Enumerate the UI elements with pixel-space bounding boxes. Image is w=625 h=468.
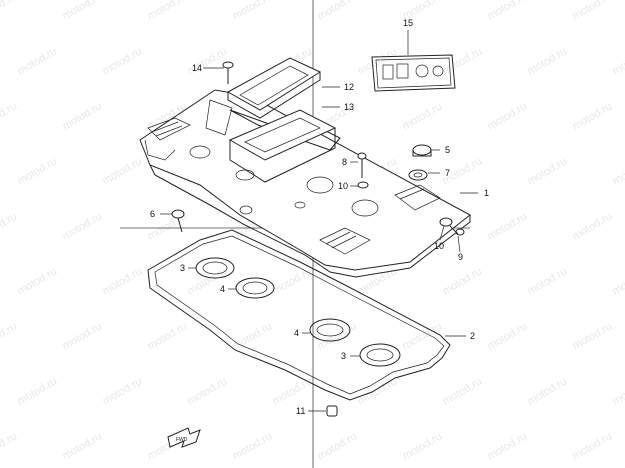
callout-8: 8: [342, 157, 347, 167]
watermark-text: motod.ru: [0, 320, 19, 352]
washer-part-7: [408, 169, 428, 181]
watermark-text: motod.ru: [61, 430, 105, 462]
callout-9: 9: [458, 252, 463, 262]
watermark-text: motod.ru: [186, 375, 230, 407]
callout-15: 15: [403, 18, 413, 28]
watermark-text: motod.ru: [356, 45, 400, 77]
callout-10-lower: 10: [434, 241, 444, 251]
watermark-text: motod.ru: [16, 155, 60, 187]
watermark-text: motod.ru: [0, 210, 19, 242]
plug-hole-gasket-part-4-lower: [309, 318, 351, 342]
callout-14: 14: [192, 63, 202, 73]
callout-labels: 1 2 3 3 4 4 5 6 7 8 9 10 10 11 12 13 14 …: [150, 18, 489, 416]
watermark-text: motod.ru: [316, 0, 360, 23]
callout-5: 5: [445, 145, 450, 155]
cylinder-head-cover-gasket-part-2: [147, 229, 451, 401]
watermark-text: motod.ru: [571, 320, 615, 352]
watermark-text: motod.ru: [356, 265, 400, 297]
watermark-text: motod.ru: [611, 155, 625, 187]
watermark-text: motod.ru: [0, 0, 19, 23]
callout-4-upper: 4: [220, 284, 225, 294]
watermark-text: motod.ru: [571, 100, 615, 132]
callout-12: 12: [344, 82, 354, 92]
watermark-text: motod.ru: [611, 375, 625, 407]
watermark-text: motod.ru: [526, 375, 570, 407]
watermark-text: motod.ru: [526, 45, 570, 77]
callout-3-upper: 3: [180, 263, 185, 273]
callout-3-lower: 3: [341, 351, 346, 361]
callout-10-upper: 10: [338, 181, 348, 191]
watermark-text: motod.ru: [401, 430, 445, 462]
forward-arrow-icon: FWD: [167, 427, 201, 448]
watermark-text: motod.ru: [61, 100, 105, 132]
plug-part-11: [326, 405, 338, 417]
watermark-text: motod.ru: [101, 45, 145, 77]
watermark-text: motod.ru: [316, 430, 360, 462]
cap-part-5: [412, 144, 432, 157]
callout-2: 2: [470, 331, 475, 341]
watermark-text: motod.ru: [0, 430, 19, 462]
watermark-text: motod.ru: [571, 430, 615, 462]
watermark-text: motod.ru: [571, 0, 615, 23]
leader-lines: [160, 30, 478, 412]
watermark-text: motod.ru: [61, 320, 105, 352]
watermark-text: motod.ru: [611, 265, 625, 297]
callout-7: 7: [445, 168, 450, 178]
watermark-text: motod.ru: [16, 45, 60, 77]
bolt-part-9: [449, 225, 465, 236]
washer-part-10: [357, 181, 453, 227]
watermark-text: motod.ru: [101, 265, 145, 297]
watermark-text: motod.ru: [526, 265, 570, 297]
watermark-text: motod.ru: [16, 265, 60, 297]
callout-6: 6: [150, 209, 155, 219]
watermark-text: motod.ru: [101, 375, 145, 407]
watermark-text: motod.ru: [526, 155, 570, 187]
watermark-text: motod.ru: [146, 0, 190, 23]
fwd-label: FWD: [176, 437, 188, 443]
watermark-text: motod.ru: [486, 320, 530, 352]
bolt-part-14: [222, 61, 234, 84]
watermark-text: motod.ru: [486, 0, 530, 23]
watermark-text: motod.ru: [486, 210, 530, 242]
watermark-text: motod.ru: [441, 375, 485, 407]
bolt-part-8: [357, 152, 367, 178]
watermark-text: motod.ru: [486, 100, 530, 132]
plug-hole-gasket-part-3-lower: [359, 343, 401, 367]
bolt-part-6: [171, 209, 185, 233]
breather-cover-part-12: [226, 57, 322, 119]
watermark-text: motod.ru: [571, 210, 615, 242]
watermark-text: motod.ru: [611, 45, 625, 77]
watermark-text: motod.ru: [231, 430, 275, 462]
watermark-text: motod.ru: [441, 265, 485, 297]
watermark-text: motod.ru: [16, 375, 60, 407]
watermark-text: motod.ru: [0, 100, 19, 132]
watermark-text: motod.ru: [231, 320, 275, 352]
watermark-text: motod.ru: [231, 0, 275, 23]
callout-11: 11: [296, 406, 305, 416]
plug-hole-gasket-part-4-upper: [235, 277, 275, 299]
watermark-text: motod.ru: [61, 210, 105, 242]
callout-4-lower: 4: [294, 328, 299, 338]
watermark-text: motod.ru: [61, 0, 105, 23]
watermark-text: motod.ru: [356, 375, 400, 407]
watermark-text: motod.ru: [101, 155, 145, 187]
callout-13: 13: [344, 102, 354, 112]
callout-1: 1: [484, 188, 489, 198]
watermark-text: motod.ru: [271, 375, 315, 407]
caution-label-part-15: [371, 54, 456, 92]
watermark-text: motod.ru: [401, 100, 445, 132]
watermark-text: motod.ru: [486, 430, 530, 462]
watermark-text: motod.ru: [441, 45, 485, 77]
watermark-text: motod.ru: [271, 265, 315, 297]
watermark-text: motod.ru: [146, 320, 190, 352]
breather-gasket-part-13: [228, 109, 337, 183]
